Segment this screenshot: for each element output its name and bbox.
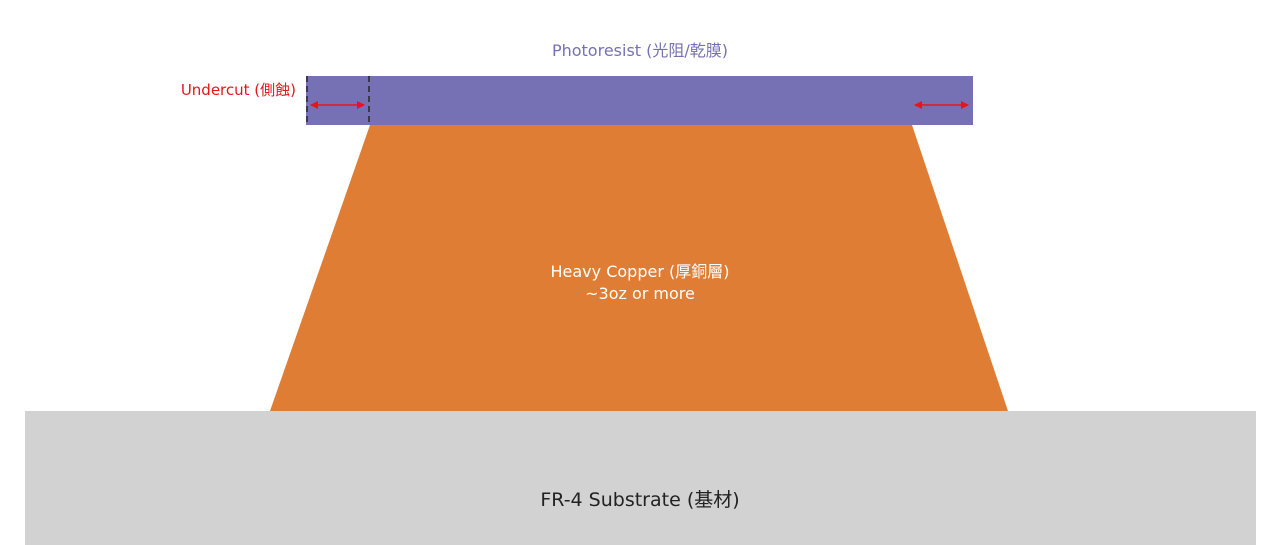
photoresist-layer bbox=[306, 76, 973, 125]
substrate-layer bbox=[25, 411, 1256, 545]
copper-label-line2: ~3oz or more bbox=[585, 284, 695, 303]
substrate-label: FR-4 Substrate (基材) bbox=[540, 489, 739, 511]
heavy-copper-layer bbox=[270, 125, 1008, 411]
photoresist-label: Photoresist (光阻/乾膜) bbox=[552, 41, 728, 60]
copper-label-line1: Heavy Copper (厚銅層) bbox=[551, 262, 730, 281]
undercut-label: Undercut (側蝕) bbox=[181, 81, 296, 99]
